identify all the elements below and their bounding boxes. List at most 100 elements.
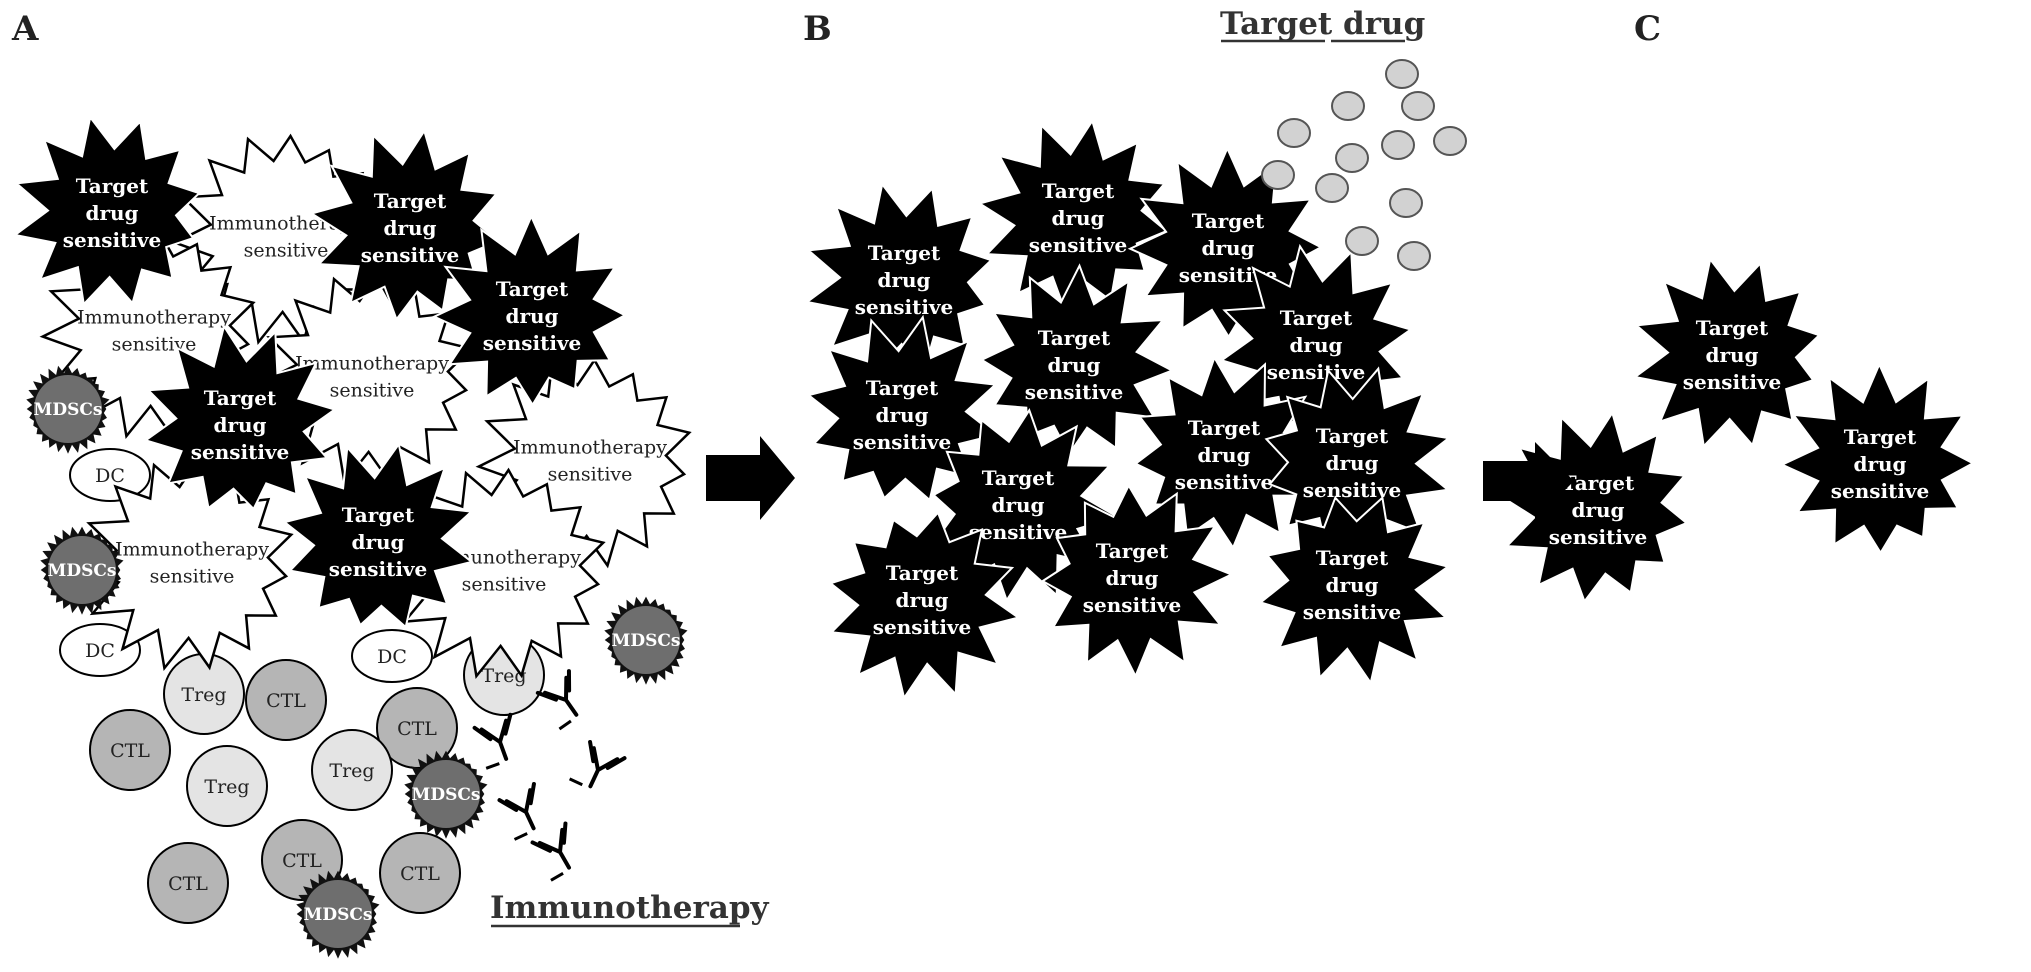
target-cell-label: drug	[1051, 206, 1104, 230]
target-cell-label: Target	[866, 376, 939, 400]
ctl-cell: CTL	[379, 832, 461, 914]
treg-cell: Treg	[311, 729, 393, 811]
target-cell-shape	[431, 213, 628, 407]
target-cell-shape	[282, 441, 475, 629]
target-cell-shape	[143, 323, 337, 511]
treg-cell: Treg	[163, 653, 245, 735]
ctl-cell-label: CTL	[266, 690, 306, 712]
target-cell-label: drug	[1197, 443, 1250, 467]
drug-particle-icon	[1385, 59, 1419, 89]
dc-cell-shape	[351, 629, 433, 683]
target-cell-label: drug	[383, 216, 436, 240]
dc-cell: DC	[59, 623, 141, 677]
immuno-cell-label: sensitive	[112, 334, 197, 356]
target-cell-label: drug	[1201, 236, 1254, 260]
target-cell-label: sensitive	[191, 440, 290, 464]
target-cell-shape	[1632, 256, 1822, 449]
target-cell-label: drug	[351, 530, 404, 554]
target-cell-label: sensitive	[1267, 360, 1366, 384]
target-cell-label: Target	[1042, 179, 1115, 203]
ctl-cell-label: CTL	[110, 740, 150, 762]
target-cell-label: Target	[1280, 306, 1353, 330]
treg-cell: Treg	[186, 745, 268, 827]
target-cell-label: drug	[875, 403, 928, 427]
target-cell-label: drug	[1325, 573, 1378, 597]
target-cell-label: drug	[991, 493, 1044, 517]
target-cell-shape	[1133, 355, 1326, 550]
drug-particle-icon	[1401, 91, 1435, 121]
treg-cell-shape	[186, 745, 268, 827]
ctl-cell-label: CTL	[282, 850, 322, 872]
target-cell-label: drug	[1705, 343, 1758, 367]
target-cell-shape	[828, 510, 1021, 701]
target-cell-label: sensitive	[1029, 233, 1128, 257]
target-cell-label: Target	[76, 174, 149, 198]
antibody-icon	[530, 821, 571, 882]
ctl-cell: CTL	[147, 842, 229, 924]
drug-particle-icon	[1397, 241, 1431, 271]
target-drug-sensitive-cell: Target drug sensitive	[282, 441, 475, 629]
dc-cell-shape	[59, 623, 141, 677]
antibody-icon	[535, 669, 579, 731]
immuno-cell-label: sensitive	[548, 464, 633, 486]
target-cell-label: Target	[886, 561, 959, 585]
target-drug-title: Target drug	[1220, 6, 1425, 42]
target-cell-label: sensitive	[1831, 479, 1930, 503]
drug-particles	[1261, 59, 1467, 271]
mdsc-label: MDSCs	[48, 561, 117, 581]
mdsc-cell: MDSCs	[40, 526, 124, 615]
antibody-icon	[568, 740, 627, 789]
mdsc-label: MDSCs	[612, 631, 681, 651]
antibodies	[472, 669, 627, 882]
target-cell-label: drug	[1047, 353, 1100, 377]
immunotherapy-title: Immunotherapy	[490, 890, 770, 926]
treg-cell-label: Treg	[329, 760, 374, 782]
ctl-cell-shape	[379, 832, 461, 914]
mdsc-body	[34, 375, 102, 443]
ctl-cell: CTL	[376, 687, 458, 769]
target-cell-shape	[979, 263, 1175, 457]
mdsc-body	[304, 880, 372, 948]
mdsc-cell: MDSCs	[404, 750, 488, 839]
ctl-cell-shape	[245, 659, 327, 741]
target-cell-label: Target	[1844, 425, 1917, 449]
mdsc-cell: MDSCs	[296, 870, 380, 959]
target-cell-label: sensitive	[329, 557, 428, 581]
treg-cell-label: Treg	[181, 684, 226, 706]
target-cell-label: Target	[342, 503, 415, 527]
ctl-cell-label: CTL	[397, 718, 437, 740]
target-cell-label: sensitive	[361, 243, 460, 267]
target-cell-label: sensitive	[855, 295, 954, 319]
right-arrow-icon	[706, 436, 795, 520]
immuno-cell-label: Immunotherapy	[513, 437, 667, 459]
target-cell-label: sensitive	[1303, 600, 1402, 624]
target-cell-label: Target	[496, 277, 569, 301]
mdsc-label: MDSCs	[412, 785, 481, 805]
immuno-cell-label: Immunotherapy	[115, 539, 269, 561]
target-cell-label: drug	[895, 588, 948, 612]
target-cell-label: Target	[868, 241, 941, 265]
target-cell-label: Target	[1316, 546, 1389, 570]
treg-cell-label: Treg	[204, 776, 249, 798]
drug-particle-icon	[1331, 91, 1365, 121]
target-cell-shape	[12, 114, 202, 307]
mdsc-label: MDSCs	[304, 905, 373, 925]
immuno-cell-label: sensitive	[462, 574, 547, 596]
target-cell-shape	[1040, 483, 1234, 679]
target-cell-label: sensitive	[63, 228, 162, 252]
treg-cell-label: Treg	[481, 665, 526, 687]
right-arrow-icon	[1483, 442, 1574, 520]
immuno-cell-label: sensitive	[244, 240, 329, 262]
immuno-cell-label: sensitive	[150, 566, 235, 588]
